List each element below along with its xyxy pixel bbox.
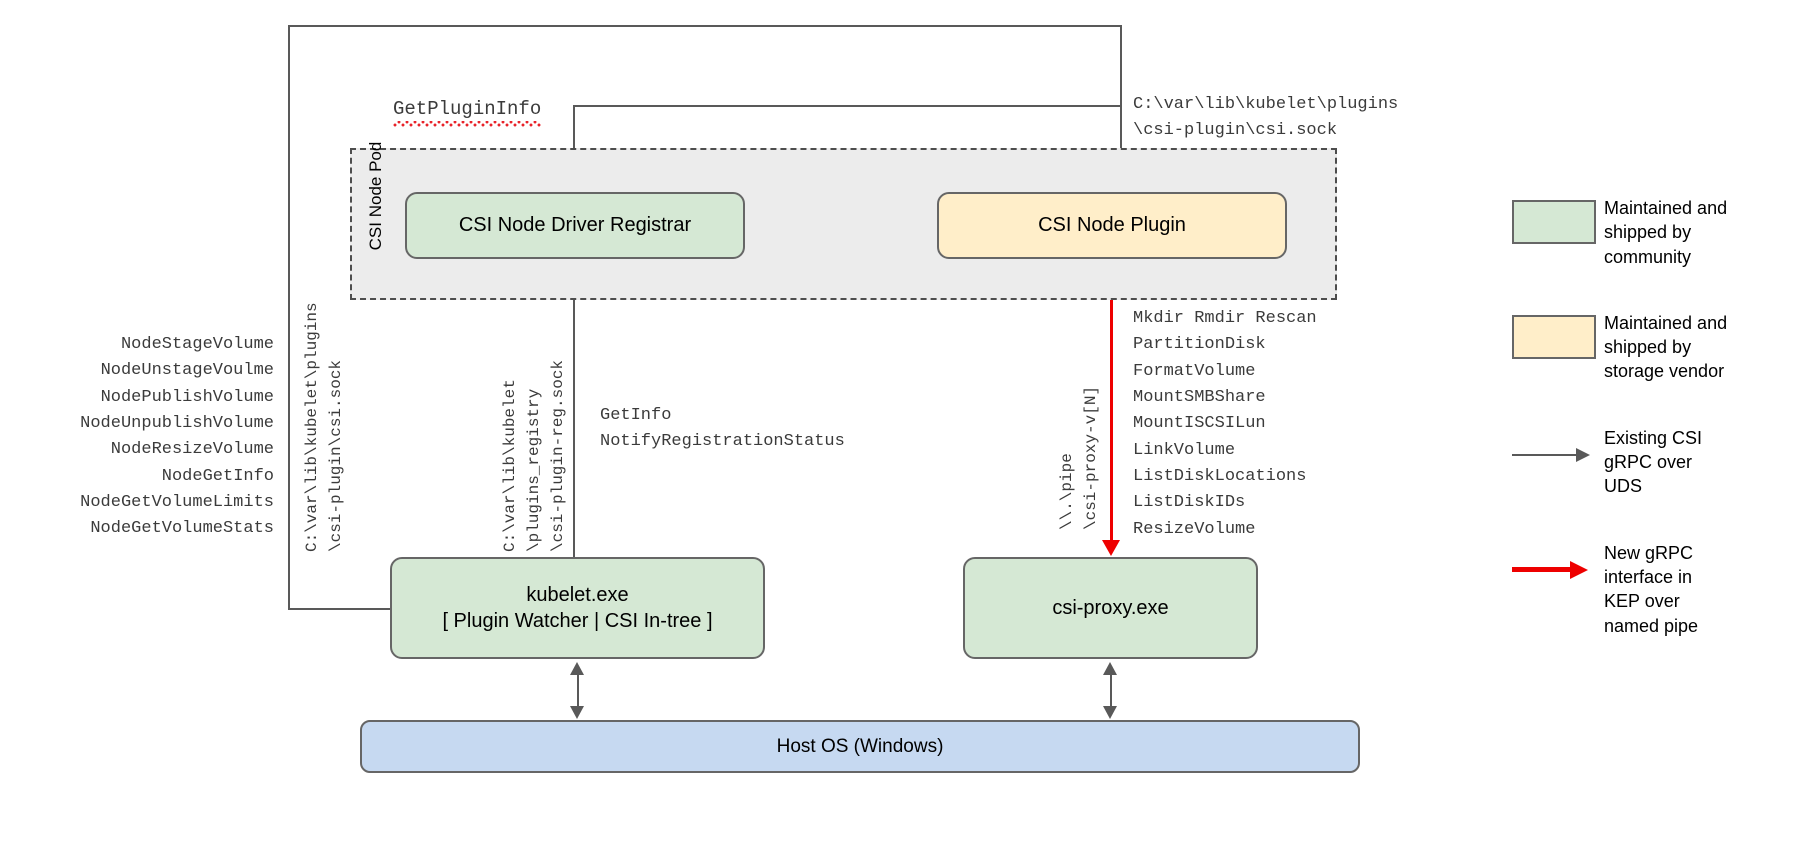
label-named-pipe-path: \\.\pipe \csi-proxy-v[N]	[1058, 385, 1100, 530]
legend-label: New gRPC interface in KEP over named pip…	[1604, 542, 1699, 636]
label-registration-calls: GetInfo NotifyRegistrationStatus	[600, 406, 845, 452]
arrowhead-kubelet-up	[570, 662, 584, 675]
csi-node-pod-label: CSI Node Pod	[366, 141, 385, 251]
spellcheck-squiggle-underline	[393, 121, 542, 127]
label-plugin-socket-path: C:\var\lib\kubelet\plugins \csi-plugin\c…	[1133, 95, 1399, 141]
legend-item-new-grpc: New gRPC interface in KEP over named pip…	[1512, 541, 1802, 638]
legend-key	[1512, 541, 1604, 581]
connector-csi-sock-vertical-right	[1120, 25, 1122, 165]
legend-label: Maintained and shipped by community	[1604, 198, 1728, 267]
connector-csi-sock-to-kubelet	[288, 608, 392, 610]
legend-key	[1512, 311, 1604, 359]
arrowhead-csiproxy-up	[1103, 662, 1117, 675]
legend-item-community: Maintained and shipped by community	[1512, 196, 1802, 269]
box-label: csi-proxy.exe	[1052, 596, 1169, 619]
legend-item-vendor: Maintained and shipped by storage vendor	[1512, 311, 1802, 384]
connector-csiproxy-hostos	[1110, 671, 1112, 709]
box-csi-proxy-exe[interactable]: csi-proxy.exe	[963, 557, 1258, 659]
legend-label: Maintained and shipped by storage vendor	[1604, 312, 1728, 382]
legend-key	[1512, 426, 1604, 466]
label-plugins-registry-sock-path: C:\var\lib\kubelet \plugins_registry \cs…	[501, 359, 567, 552]
box-label-line2: [ Plugin Watcher | CSI In-tree ]	[442, 610, 713, 632]
connector-plugin-to-csiproxy	[1110, 259, 1113, 542]
arrowhead-hostos-down-right	[1103, 706, 1117, 719]
box-host-os[interactable]: Host OS (Windows)	[360, 720, 1360, 773]
arrowhead-hostos-down-left	[570, 706, 584, 719]
connector-registrar-kubelet	[573, 270, 575, 557]
box-label: CSI Node Driver Registrar	[458, 214, 692, 237]
box-kubelet-exe[interactable]: kubelet.exe [ Plugin Watcher | CSI In-tr…	[390, 557, 765, 659]
box-label: Host OS (Windows)	[776, 735, 944, 757]
label-get-plugin-info: GetPluginInfo	[393, 98, 542, 127]
gray-arrow-icon	[1512, 446, 1602, 466]
connector-csi-sock-vertical-left	[288, 25, 290, 608]
connector-getplugininfo-horizontal	[573, 105, 1122, 107]
box-label: CSI Node Plugin	[1038, 214, 1186, 237]
connector-getplugininfo-down-plugin	[1120, 105, 1122, 173]
label-node-service-calls: NodeStageVolume NodeUnstageVoulme NodePu…	[80, 335, 274, 539]
swatch-yellow-icon	[1512, 314, 1596, 359]
legend-label: Existing CSI gRPC over UDS	[1604, 427, 1703, 497]
legend-item-existing-grpc: Existing CSI gRPC over UDS	[1512, 426, 1802, 499]
red-arrow-icon	[1512, 560, 1602, 581]
label-text: GetPluginInfo	[393, 98, 542, 120]
box-csi-node-driver-registrar[interactable]: CSI Node Driver Registrar	[405, 192, 745, 259]
legend: Maintained and shipped by community Main…	[1512, 196, 1802, 680]
legend-key	[1512, 196, 1604, 244]
arrowhead-into-csiproxy	[1102, 540, 1120, 556]
label-kubelet-csi-sock-path: C:\var\lib\kubelet\plugins \csi-plugin\c…	[303, 302, 345, 552]
swatch-green-icon	[1512, 200, 1596, 244]
box-label-line1: kubelet.exe	[526, 583, 629, 606]
box-csi-node-plugin[interactable]: CSI Node Plugin	[937, 192, 1287, 259]
connector-csi-sock-top	[288, 25, 1122, 27]
connector-kubelet-hostos	[577, 671, 579, 709]
label-csi-proxy-api: Mkdir Rmdir Rescan PartitionDisk FormatV…	[1133, 309, 1317, 539]
